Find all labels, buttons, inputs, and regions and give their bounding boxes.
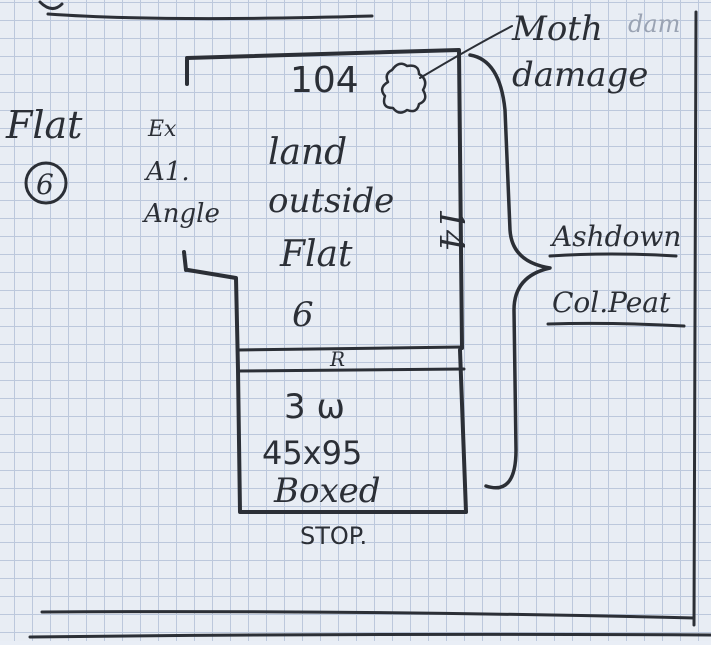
a1-note: A1. (144, 157, 190, 187)
bottom-rule-lower (28, 632, 711, 639)
lower-line-3: Boxed (273, 471, 381, 511)
upper-line-1: land (268, 132, 347, 173)
flat-number: 6 (36, 168, 54, 201)
stop-label: STOP. (300, 522, 367, 550)
lower-line-2: 45x95 (262, 434, 362, 472)
right-brace (468, 53, 552, 490)
right-margin-line (692, 10, 698, 627)
colpeat-underline (546, 321, 686, 328)
bottom-rule-upper (40, 610, 696, 620)
lower-line-1: 3 ω (284, 387, 345, 427)
side-mark-text: 14 (431, 208, 471, 251)
top-heading-fragment (38, 0, 64, 10)
outline-left-tick (182, 250, 188, 272)
upper-line-2: outside (268, 181, 394, 221)
ashdown-label: Ashdown (549, 220, 681, 253)
flat-number-circle (24, 161, 68, 205)
colpeat-label: Col.Peat (552, 286, 671, 319)
faded-note: dam (628, 10, 680, 38)
top-heading-underline (46, 12, 374, 21)
upper-line-4: 6 (292, 295, 314, 335)
ashdown-underline (548, 252, 678, 258)
section-number: 104 (290, 60, 359, 101)
damage-label: damage (512, 55, 648, 95)
ex-note: Ex (147, 117, 177, 142)
upper-line-3: Flat (279, 234, 353, 275)
section-outline (185, 48, 468, 514)
lower-top-mark: R (329, 347, 345, 371)
moth-label: Moth (511, 9, 603, 49)
side-mark: 14 (431, 208, 471, 251)
flat-label: Flat (5, 103, 83, 147)
moth-leader-line (419, 25, 513, 79)
divider-lower (236, 367, 466, 373)
moth-damage-scribble (380, 62, 427, 114)
angle-note: Angle (142, 199, 220, 229)
divider-upper (236, 345, 464, 352)
